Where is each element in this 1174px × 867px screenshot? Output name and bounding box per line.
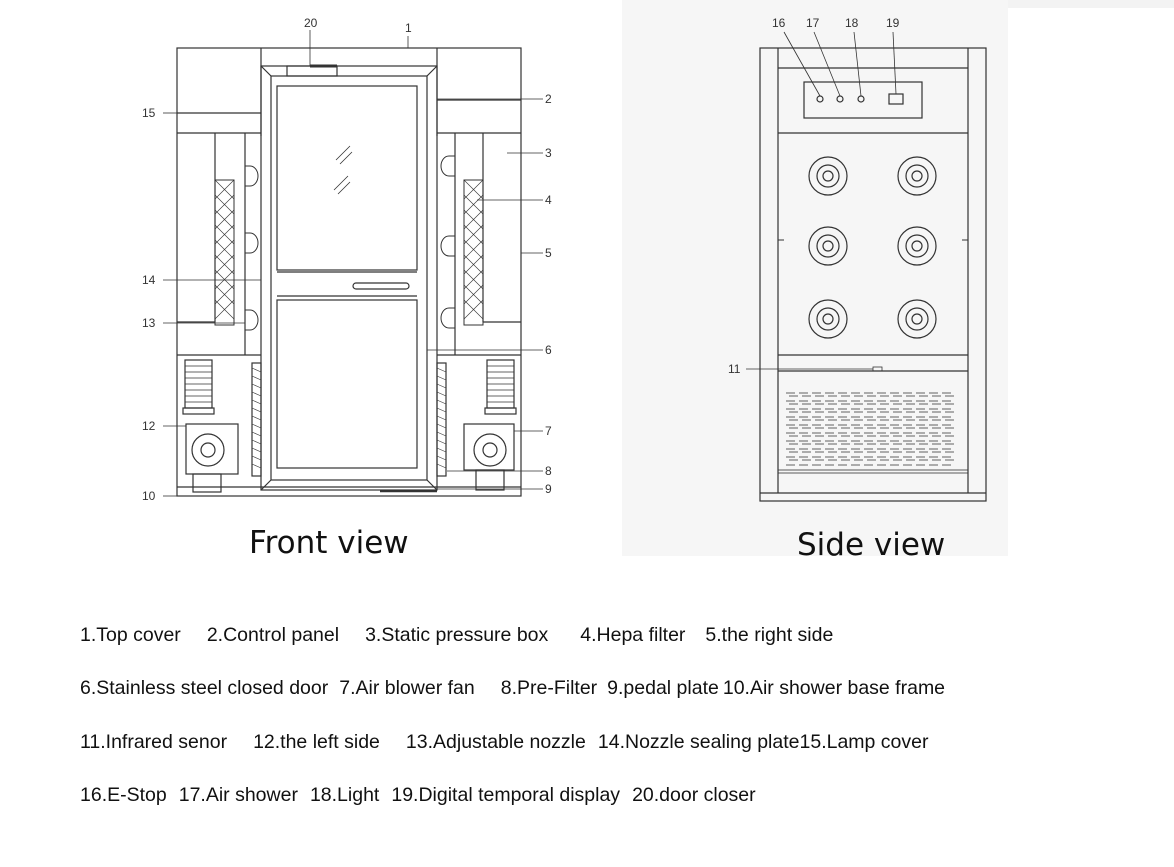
legend-item: 9.pedal plate [607, 677, 719, 699]
callout-2: 2 [545, 92, 552, 106]
legend-item: 10.Air shower base frame [722, 677, 946, 699]
callout-11: 11 [728, 362, 741, 376]
legend-item: 8.Pre-Filter [500, 677, 598, 699]
top-strip-background [1008, 0, 1174, 8]
legend-item: 5.the right side [705, 624, 834, 646]
side-view-background [622, 0, 1008, 556]
legend-item: 20.door closer [632, 784, 756, 806]
callout-5: 5 [545, 246, 552, 260]
callout-20: 20 [304, 16, 318, 30]
legend-item: 12.the left side [253, 731, 380, 753]
side-view-title: Side view [797, 527, 946, 563]
callout-15: 15 [142, 106, 156, 120]
side-callout-labels: 16 17 18 19 11 [728, 16, 900, 376]
blower-fans [182, 359, 517, 493]
callout-19: 19 [886, 16, 900, 30]
callout-12: 12 [142, 419, 156, 433]
side-view-drawing: 16 17 18 19 11 [728, 16, 987, 502]
callout-1: 1 [405, 21, 412, 35]
legend-item: 14.Nozzle sealing plate15.Lamp cover [597, 731, 929, 753]
callout-13: 13 [142, 316, 156, 330]
front-view-drawing: 20 1 2 3 4 5 6 7 8 9 15 14 13 12 10 [142, 16, 552, 503]
nozzles [244, 155, 456, 331]
callout-18: 18 [845, 16, 859, 30]
callout-6: 6 [545, 343, 552, 357]
callout-8: 8 [545, 464, 552, 478]
callout-17: 17 [806, 16, 820, 30]
legend-item: 4.Hepa filter [580, 624, 686, 646]
side-outer-frame [759, 47, 987, 502]
callout-14: 14 [142, 273, 156, 287]
legend-line-1: 1.Top cover 2.Control panel 3.Static press… [80, 624, 833, 647]
callout-10: 10 [142, 489, 156, 503]
legend-item: 3.Static pressure box [365, 624, 549, 646]
door-side-prefilters [251, 362, 447, 477]
legend-line-3: 11.Infrared senor 12.the left side 13.Adju… [80, 731, 929, 754]
front-view-title: Front view [249, 525, 409, 561]
front-leader-lines [163, 30, 543, 497]
legend-item: 19.Digital temporal display [391, 784, 621, 806]
legend-item: 1.Top cover [80, 624, 181, 646]
legend-item: 18.Light [309, 784, 380, 806]
legend-item: 2.Control panel [206, 624, 340, 646]
side-nozzles [808, 156, 937, 339]
legend-line-4: 16.E-Stop 17.Air shower 18.Light 19.Digital… [80, 784, 756, 807]
callout-9: 9 [545, 482, 552, 496]
callout-3: 3 [545, 146, 552, 160]
side-control-panel [803, 81, 923, 119]
legend-item: 7.Air blower fan [339, 677, 475, 699]
callout-7: 7 [545, 424, 552, 438]
side-vent-grille [777, 392, 969, 474]
legend-item: 17.Air shower [178, 784, 298, 806]
callout-16: 16 [772, 16, 786, 30]
legend-item: 6.Stainless steel closed door [80, 677, 329, 699]
front-outer-frame [176, 47, 522, 497]
callout-4: 4 [545, 193, 552, 207]
legend-item: 16.E-Stop [80, 784, 167, 806]
legend-item: 11.Infrared senor [80, 731, 228, 753]
door-frame [260, 64, 438, 491]
front-callout-labels: 20 1 2 3 4 5 6 7 8 9 15 14 13 12 10 [142, 16, 552, 503]
legend-item: 13.Adjustable nozzle [405, 731, 586, 753]
legend-line-2: 6.Stainless steel closed door 7.Air blowe… [80, 677, 945, 700]
side-leader-lines [746, 31, 897, 372]
